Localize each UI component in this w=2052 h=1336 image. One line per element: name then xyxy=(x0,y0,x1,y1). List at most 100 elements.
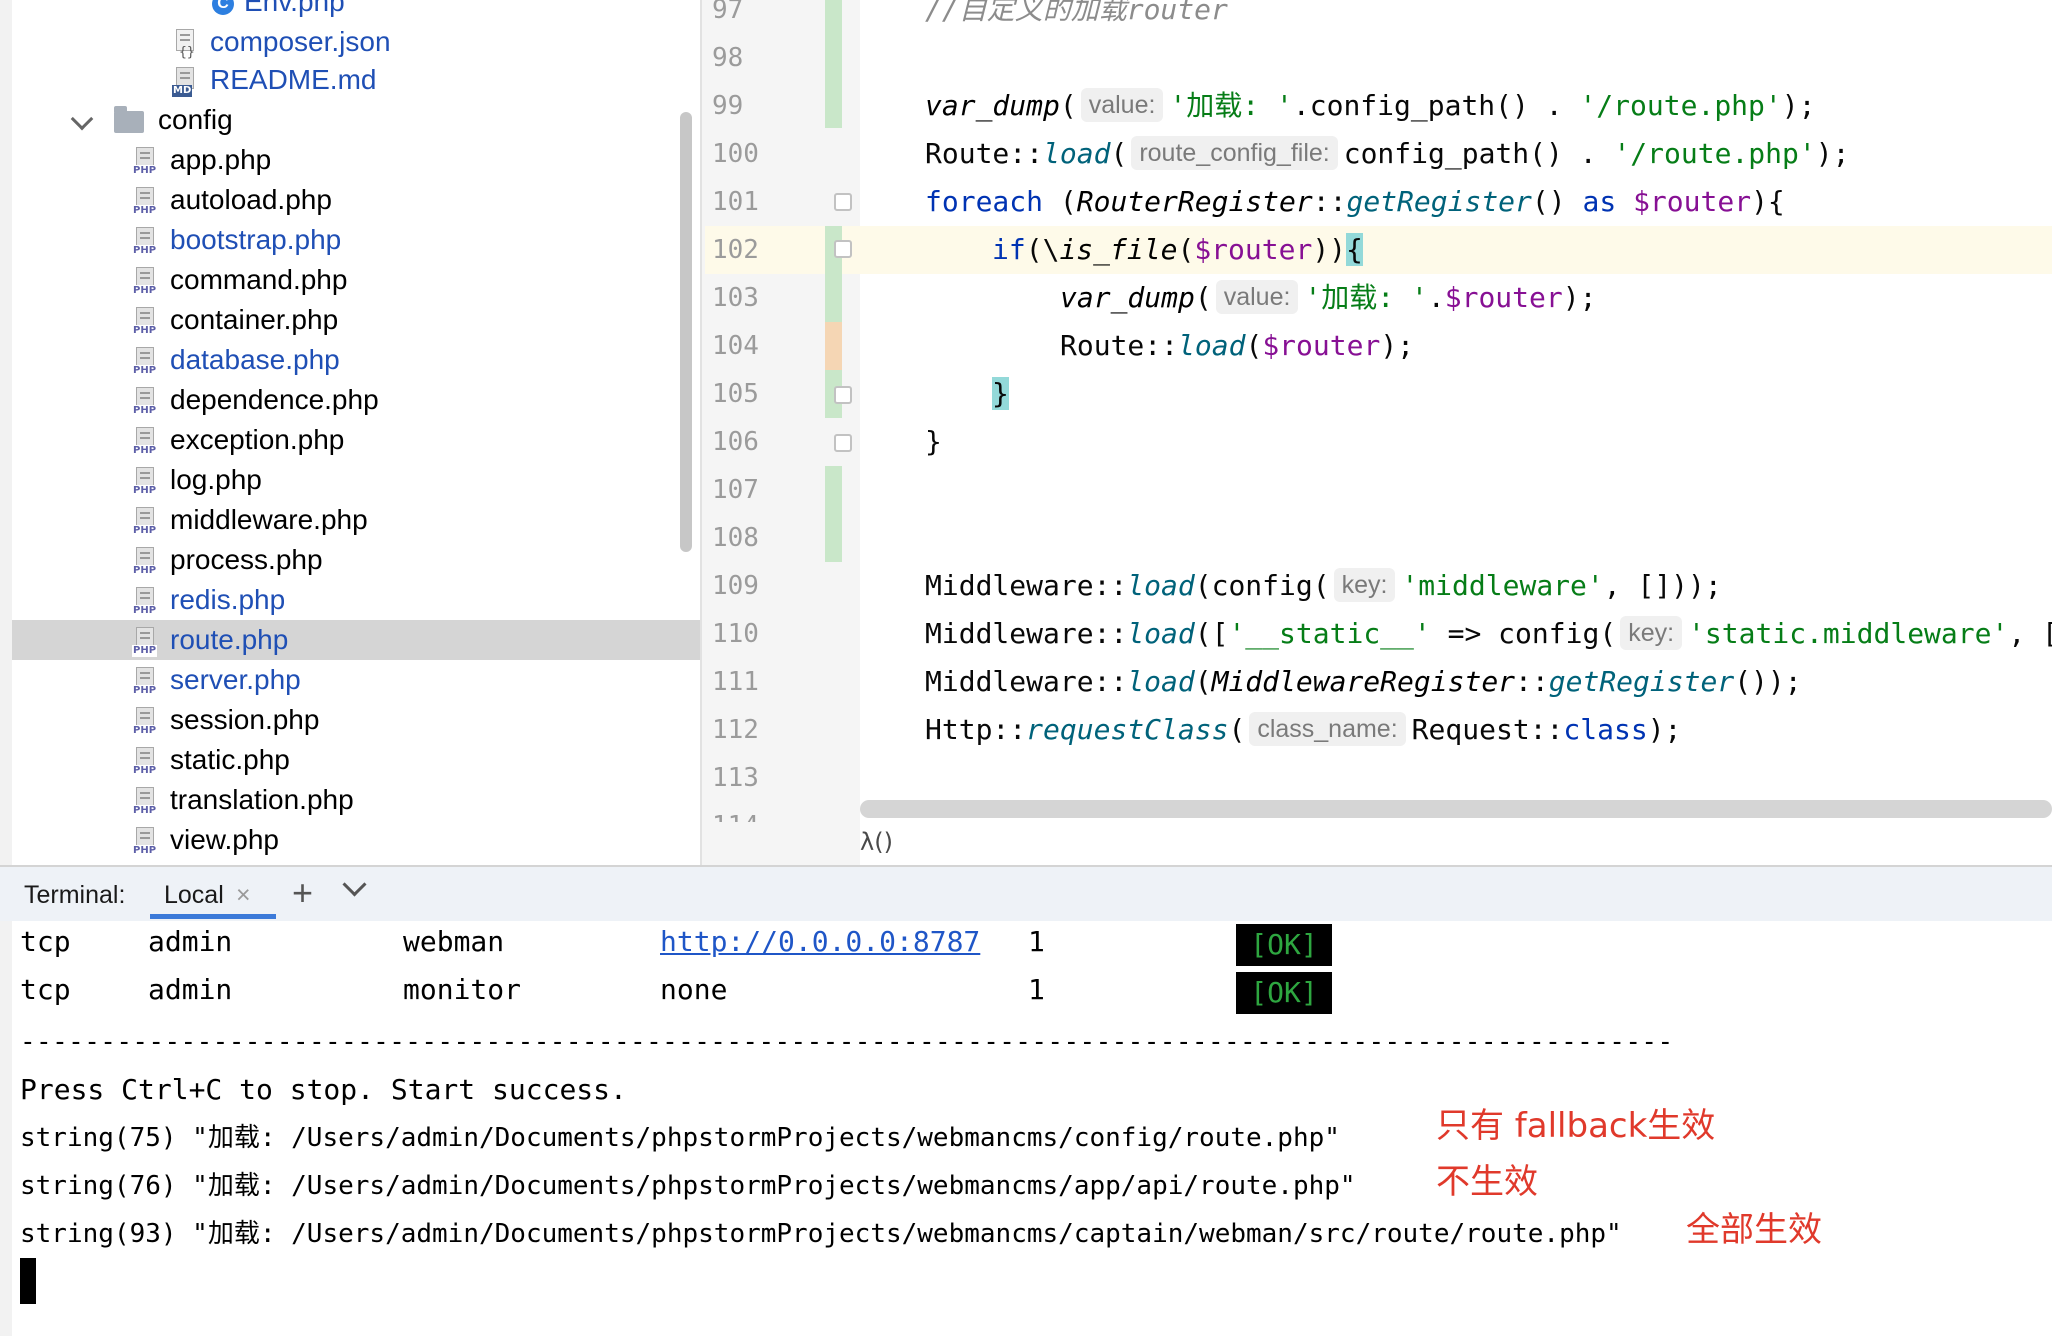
process-worker: webman xyxy=(403,925,505,958)
line-number: 105 xyxy=(712,379,759,409)
php-file-icon: PHP xyxy=(132,186,162,217)
php-file-icon: PHP xyxy=(132,786,162,817)
code-line-109: Middleware::load(config(key:'middleware'… xyxy=(925,568,1722,602)
code-line-102: if(\is_file($router)){ xyxy=(992,233,1363,266)
line-number: 97 xyxy=(712,0,744,25)
code-line-110: Middleware::load(['__static__' => config… xyxy=(925,616,2052,650)
tree-folder-config[interactable]: config xyxy=(70,100,233,140)
php-file-icon: PHP xyxy=(132,266,162,297)
annotation-note: 不生效 xyxy=(1436,1162,1538,1202)
editor-horizontal-scrollbar[interactable] xyxy=(860,800,2052,818)
php-file-icon: PHP xyxy=(132,386,162,417)
php-file-icon: PHP xyxy=(132,346,162,377)
tree-item-composer-json[interactable]: {}composer.json xyxy=(172,22,391,62)
php-file-icon: PHP xyxy=(132,546,162,577)
fold-end-icon[interactable] xyxy=(834,434,852,452)
terminal-output[interactable] xyxy=(0,921,2052,1336)
terminal-toolbar xyxy=(0,865,2052,921)
line-number: 100 xyxy=(712,139,759,169)
code-line-112: Http::requestClass(class_name:Request::c… xyxy=(925,712,1682,746)
process-worker: monitor xyxy=(403,973,522,1006)
vcs-added-marker xyxy=(825,0,842,128)
line-number: 111 xyxy=(712,667,759,697)
start-message: Press Ctrl+C to stop. Start success. xyxy=(20,1073,627,1106)
code-line-100: Route::load(route_config_file:config_pat… xyxy=(925,136,1850,170)
terminal-title: Terminal: xyxy=(24,881,126,909)
line-number: 107 xyxy=(712,475,759,505)
process-proto: tcp xyxy=(20,925,71,958)
active-tab-indicator xyxy=(150,914,276,919)
process-proto: tcp xyxy=(20,973,71,1006)
code-line-99: var_dump(value:'加载: '.config_path() . '/… xyxy=(925,88,1816,122)
fold-end-icon[interactable] xyxy=(834,386,852,404)
vcs-added-marker xyxy=(825,466,842,562)
chevron-down-icon[interactable] xyxy=(70,107,94,130)
add-tab-button[interactable]: + xyxy=(292,872,314,913)
code-line-101: foreach (RouterRegister::getRegister() a… xyxy=(925,185,1785,218)
line-number: 102 xyxy=(712,235,759,265)
json-file-icon: {} xyxy=(172,28,202,60)
current-line-highlight xyxy=(705,226,2052,274)
line-number: 110 xyxy=(712,619,759,649)
php-file-icon: PHP xyxy=(132,666,162,697)
process-listen: none xyxy=(660,973,728,1006)
tree-scrollbar[interactable] xyxy=(680,112,692,552)
vcs-added-marker xyxy=(825,370,842,418)
php-class-icon: C xyxy=(212,0,234,15)
status-badge: [OK] xyxy=(1236,924,1332,966)
folder-icon xyxy=(114,105,144,133)
line-number: 112 xyxy=(712,715,759,745)
tab-local[interactable]: Local xyxy=(164,881,224,909)
annotation-note: 全部生效 xyxy=(1686,1210,1822,1250)
fold-marker-icon[interactable] xyxy=(834,240,852,258)
code-editor[interactable] xyxy=(860,0,2052,810)
line-number: 99 xyxy=(712,91,744,121)
process-count: 1 xyxy=(1028,973,1045,1006)
php-file-icon: PHP xyxy=(132,426,162,457)
code-line-104: Route::load($router); xyxy=(1060,329,1415,362)
editor-gutter xyxy=(700,0,860,865)
line-number: 108 xyxy=(712,523,759,553)
code-line-111: Middleware::load(MiddlewareRegister::get… xyxy=(925,665,1802,698)
process-user: admin xyxy=(148,925,233,958)
fold-marker-icon[interactable] xyxy=(834,193,852,211)
listen-url-link[interactable]: http://0.0.0.0:8787 xyxy=(660,925,981,958)
code-line-103: var_dump(value:'加载: '.$router); xyxy=(1060,280,1597,314)
php-file-icon: PHP xyxy=(132,506,162,537)
process-user: admin xyxy=(148,973,233,1006)
line-number: 98 xyxy=(712,43,744,73)
php-file-icon: PHP xyxy=(132,626,162,657)
line-number: 106 xyxy=(712,427,759,457)
close-icon[interactable]: × xyxy=(236,881,251,909)
php-file-icon: PHP xyxy=(132,746,162,777)
breadcrumb[interactable]: λ() xyxy=(860,828,893,856)
php-file-icon: PHP xyxy=(132,306,162,337)
php-file-icon: PHP xyxy=(132,146,162,177)
php-file-icon: PHP xyxy=(132,706,162,737)
annotation-note: 只有 fallback生效 xyxy=(1436,1106,1716,1146)
vcs-modified-marker xyxy=(825,322,842,370)
line-number: 104 xyxy=(712,331,759,361)
terminal-divider: ----------------------------------------… xyxy=(20,1027,1674,1057)
